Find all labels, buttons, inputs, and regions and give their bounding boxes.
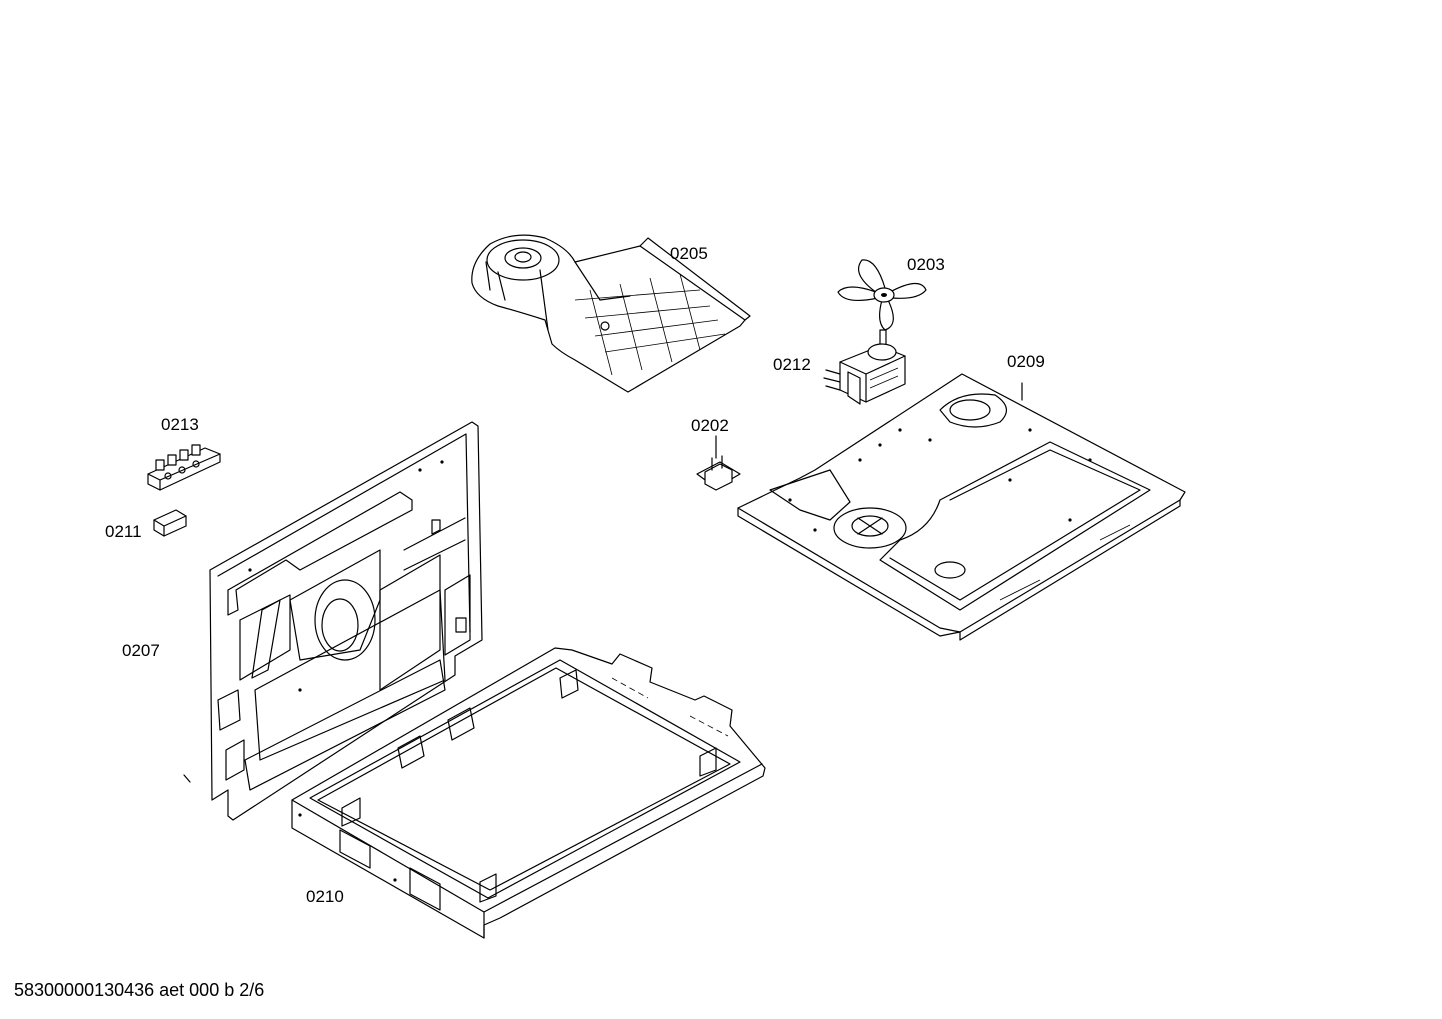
- label-0209: 0209: [1007, 352, 1045, 371]
- label-0207: 0207: [122, 641, 160, 660]
- part-0202-switch[interactable]: [696, 435, 741, 491]
- part-0211-connector[interactable]: [153, 509, 187, 537]
- label-0202: 0202: [691, 416, 729, 435]
- part-0207-rear-wall[interactable]: [183, 421, 483, 821]
- part-0213-terminal-block[interactable]: [147, 444, 221, 491]
- part-0209-rear-plate[interactable]: [737, 373, 1186, 641]
- label-0203: 0203: [907, 255, 945, 274]
- label-0211: 0211: [105, 522, 142, 541]
- part-0210-base-frame[interactable]: [291, 647, 766, 939]
- label-0212: 0212: [773, 355, 811, 374]
- label-0213: 0213: [161, 415, 199, 434]
- part-0203-fan-blade[interactable]: [837, 259, 927, 331]
- label-0205: 0205: [670, 244, 708, 263]
- part-0205-fan-housing[interactable]: [471, 234, 751, 393]
- document-code: 58300000130436 aet 000 b 2/6: [14, 980, 265, 1000]
- label-0210: 0210: [306, 887, 344, 906]
- part-0212-fan-motor[interactable]: [823, 329, 906, 405]
